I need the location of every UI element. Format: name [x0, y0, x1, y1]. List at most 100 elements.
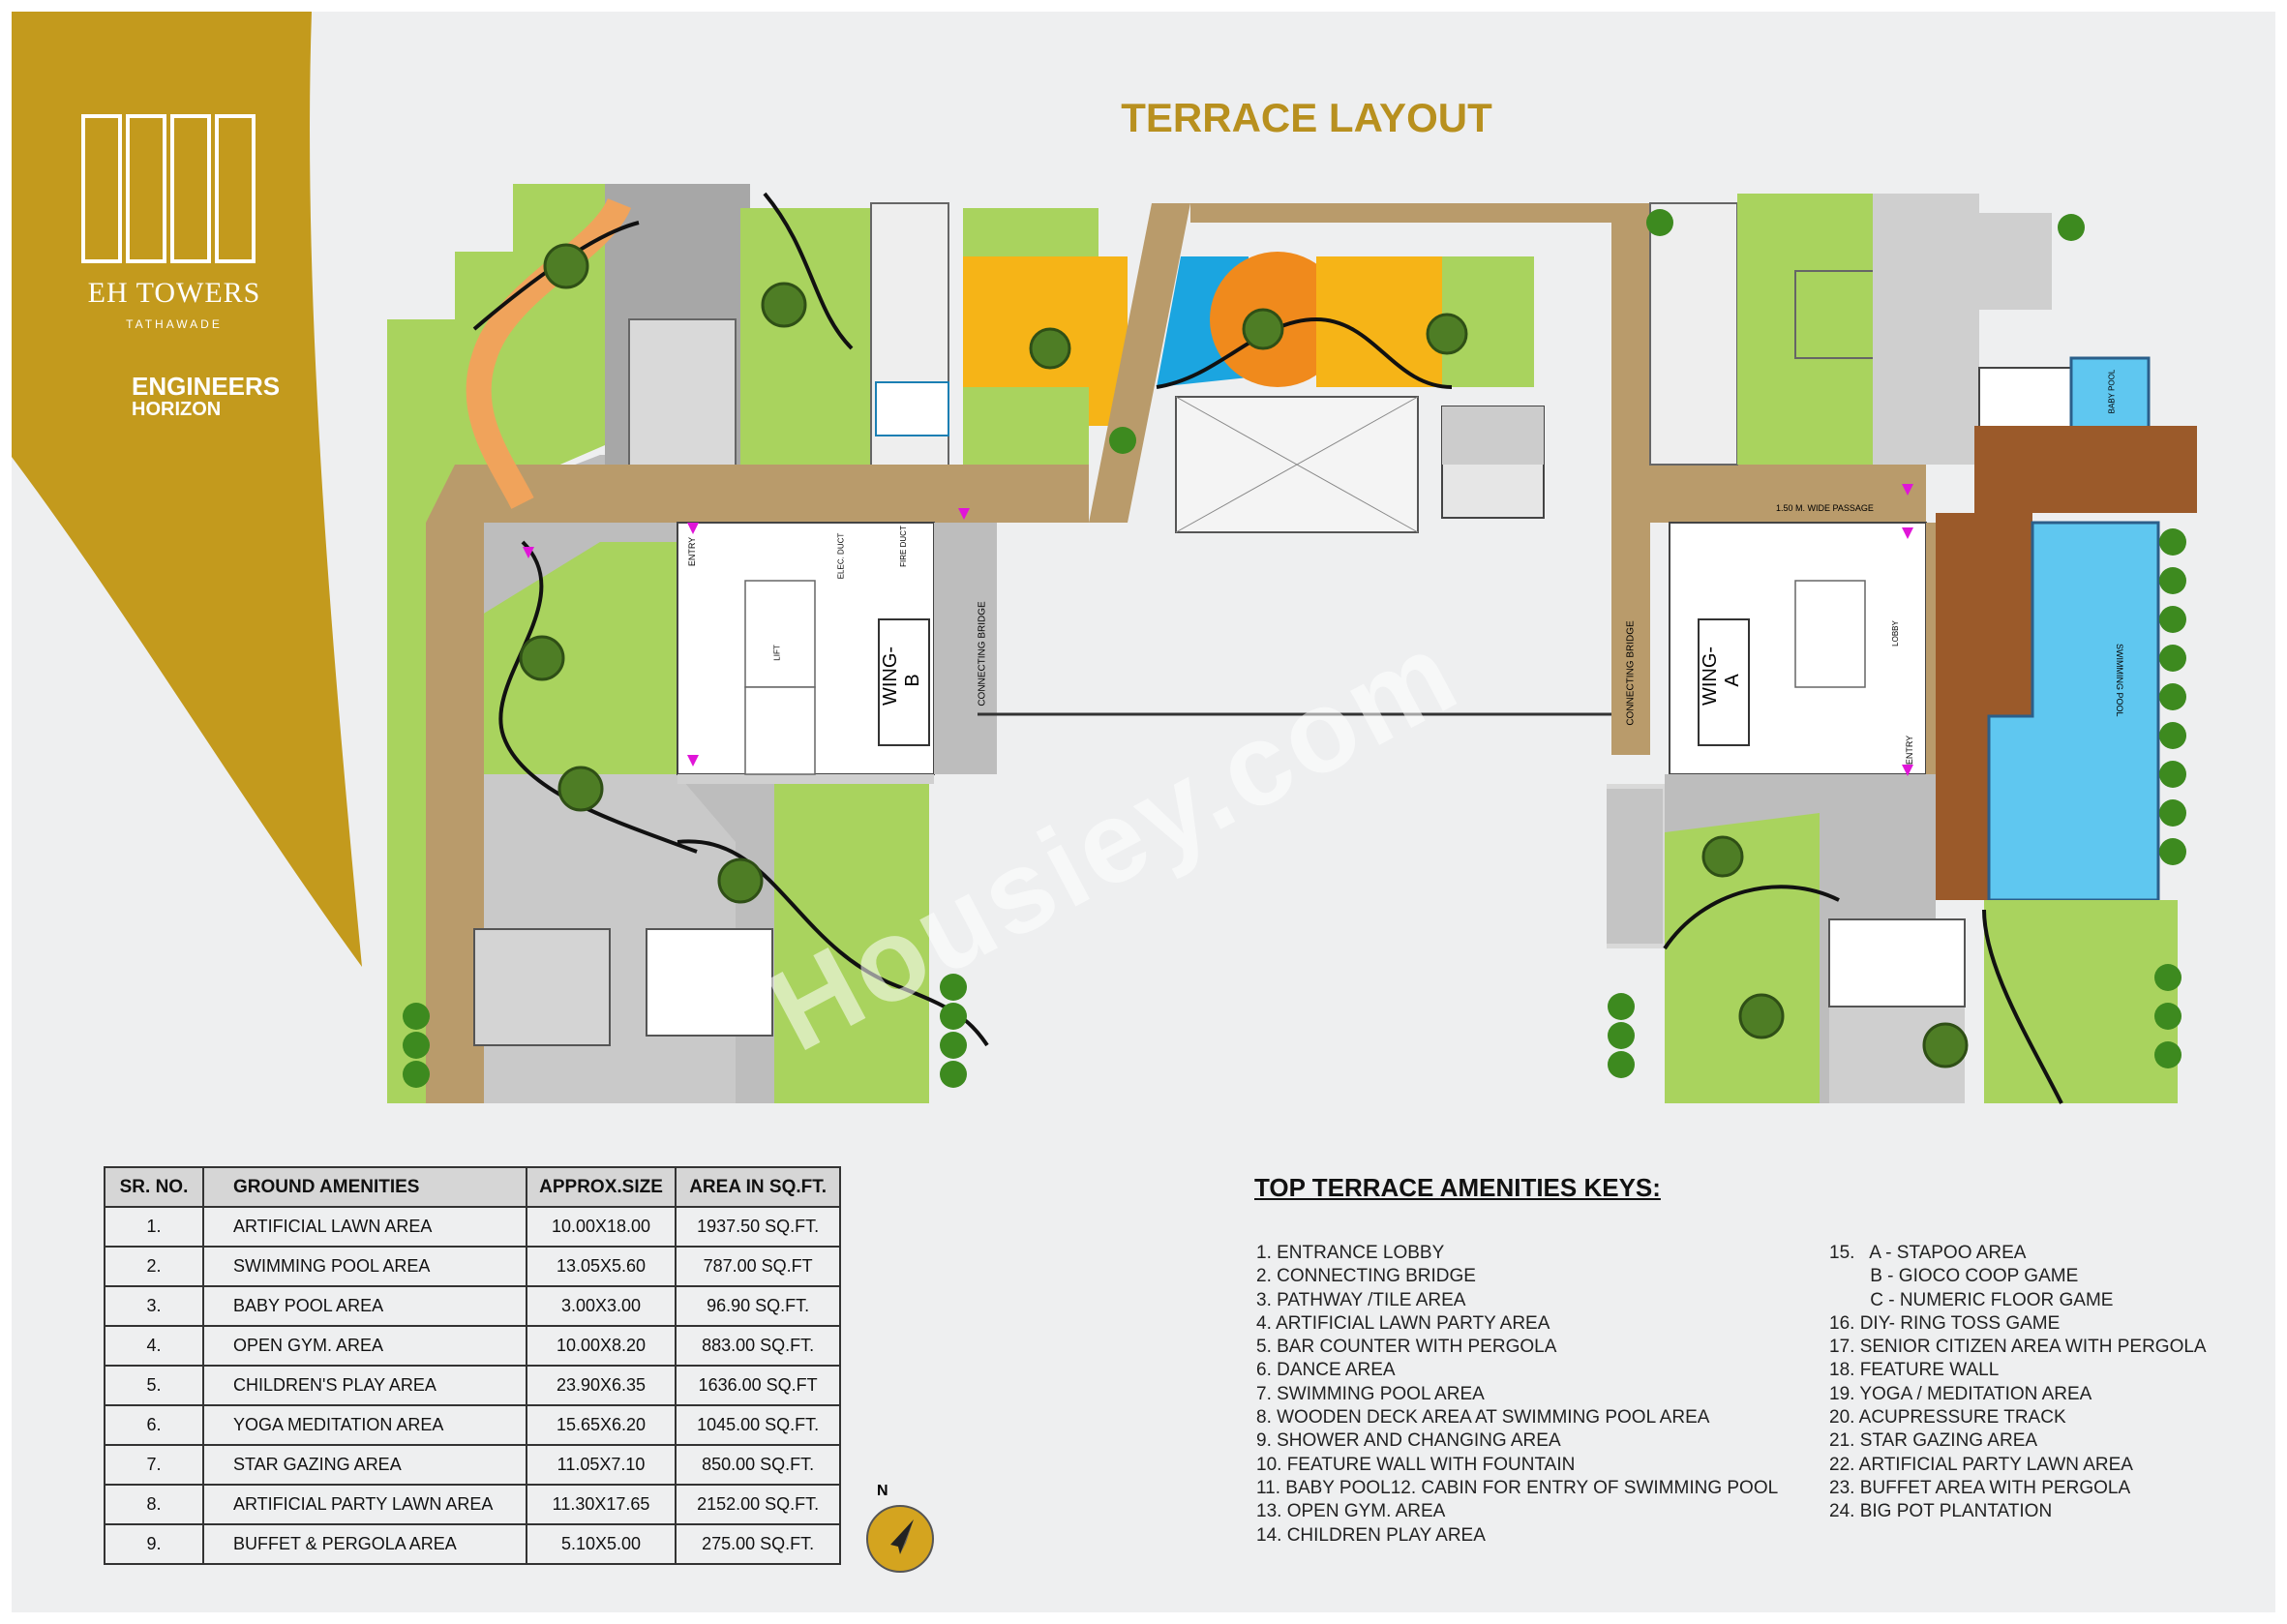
cell-sr: 7. — [104, 1444, 204, 1486]
wing-a-block — [1669, 522, 1965, 775]
brand-name: EH TOWERS — [87, 277, 261, 309]
list-item: 23. BUFFET AREA WITH PERGOLA — [1829, 1477, 2131, 1498]
cell-amenity: SWIMMING POOL AREA — [202, 1246, 527, 1287]
header-sr-no: SR. NO. — [104, 1166, 204, 1208]
compass-icon — [866, 1505, 934, 1573]
entry-label-left: ENTRY — [687, 536, 698, 567]
list-item: 15. A - STAPOO AREA — [1829, 1243, 2027, 1263]
wing-b-block — [677, 522, 997, 784]
north-label: N — [877, 1483, 888, 1499]
amenity-keys-right: 15. A - STAPOO AREA B - GIOCO COOP GAME … — [1829, 1242, 2207, 1524]
table-row: 2. SWIMMING POOL AREA 13.05X5.60 787.00 … — [104, 1246, 841, 1287]
list-item: C - NUMERIC FLOOR GAME — [1829, 1289, 2114, 1310]
list-item: 24. BIG POT PLANTATION — [1829, 1501, 2053, 1522]
table-row: 7. STAR GAZING AREA 11.05X7.10 850.00 SQ… — [104, 1444, 841, 1486]
cell-area: 1937.50 SQ.FT. — [675, 1206, 841, 1248]
cell-amenity: BABY POOL AREA — [202, 1285, 527, 1327]
cell-area: 2152.00 SQ.FT. — [675, 1484, 841, 1525]
list-item: 13. OPEN GYM. AREA — [1256, 1501, 1446, 1522]
cell-amenity: ARTIFICIAL LAWN AREA — [202, 1206, 527, 1248]
cell-area: 883.00 SQ.FT. — [675, 1325, 841, 1367]
table-row: 3. BABY POOL AREA 3.00X3.00 96.90 SQ.FT. — [104, 1285, 841, 1327]
cell-area: 1045.00 SQ.FT. — [675, 1404, 841, 1446]
cell-size: 11.05X7.10 — [525, 1444, 677, 1486]
list-item: 21. STAR GAZING AREA — [1829, 1430, 2038, 1452]
table-row: 6. YOGA MEDITATION AREA 15.65X6.20 1045.… — [104, 1404, 841, 1446]
cell-sr: 5. — [104, 1365, 204, 1406]
cell-area: 850.00 SQ.FT. — [675, 1444, 841, 1486]
cell-sr: 9. — [104, 1523, 204, 1565]
table-row: 9. BUFFET & PERGOLA AREA 5.10X5.00 275.0… — [104, 1523, 841, 1565]
cell-sr: 1. — [104, 1206, 204, 1248]
list-item: B - GIOCO COOP GAME — [1829, 1266, 2079, 1287]
list-item: 7. SWIMMING POOL AREA — [1256, 1383, 1485, 1404]
wing-b-label: WING-B — [880, 646, 923, 706]
cell-sr: 4. — [104, 1325, 204, 1367]
cell-area: 96.90 SQ.FT. — [675, 1285, 841, 1327]
list-item: 14. CHILDREN PLAY AREA — [1256, 1524, 1486, 1546]
table-row: 4. OPEN GYM. AREA 10.00X8.20 883.00 SQ.F… — [104, 1325, 841, 1367]
list-item: 17. SENIOR CITIZEN AREA WITH PERGOLA — [1829, 1337, 2207, 1358]
table-row: 8. ARTIFICIAL PARTY LAWN AREA 11.30X17.6… — [104, 1484, 841, 1525]
cell-area: 787.00 SQ.FT — [675, 1246, 841, 1287]
developer-name-line2: HORIZON — [132, 399, 222, 420]
list-item: 11. BABY POOL12. CABIN FOR ENTRY OF SWIM… — [1256, 1477, 1779, 1498]
ground-amenities-table: SR. NO. GROUND AMENITIES APPROX.SIZE ARE… — [104, 1166, 841, 1565]
children-play-zone — [963, 208, 1534, 474]
header-ground-amenities: GROUND AMENITIES — [202, 1166, 527, 1208]
lobby-label: LOBBY — [1890, 620, 1900, 647]
amenity-keys-left: 1. ENTRANCE LOBBY 2. CONNECTING BRIDGE 3… — [1256, 1242, 1778, 1548]
cell-size: 5.10X5.00 — [525, 1523, 677, 1565]
cell-size: 10.00X8.20 — [525, 1325, 677, 1367]
connecting-bridge-label-left: CONNECTING BRIDGE — [977, 601, 988, 707]
brand-location: TATHAWADE — [126, 317, 223, 331]
baby-pool-label: BABY POOL — [2107, 369, 2117, 414]
list-item: 1. ENTRANCE LOBBY — [1256, 1243, 1445, 1263]
brand-panel — [12, 12, 362, 967]
cell-amenity: ARTIFICIAL PARTY LAWN AREA — [202, 1484, 527, 1525]
cell-size: 10.00X18.00 — [525, 1206, 677, 1248]
list-item: 5. BAR COUNTER WITH PERGOLA — [1256, 1337, 1557, 1358]
list-item: 18. FEATURE WALL — [1829, 1360, 2000, 1381]
header-approx-size: APPROX.SIZE — [525, 1166, 677, 1208]
header-area: AREA IN SQ.FT. — [675, 1166, 841, 1208]
entry-markers — [523, 484, 1913, 776]
page-title: TERRACE LAYOUT — [1121, 95, 1492, 140]
cell-sr: 3. — [104, 1285, 204, 1327]
cell-amenity: CHILDREN'S PLAY AREA — [202, 1365, 527, 1406]
wing-a-label: WING-A — [1700, 646, 1743, 706]
shrub-border — [403, 209, 2186, 1088]
cell-amenity: BUFFET & PERGOLA AREA — [202, 1523, 527, 1565]
entry-label-right: ENTRY — [1905, 735, 1915, 766]
cell-size: 15.65X6.20 — [525, 1404, 677, 1446]
list-item: 3. PATHWAY /TILE AREA — [1256, 1289, 1466, 1310]
list-item: 8. WOODEN DECK AREA AT SWIMMING POOL ARE… — [1256, 1407, 1710, 1429]
fire-duct-label: FIRE DUCT — [898, 526, 908, 567]
list-item: 20. ACUPRESSURE TRACK — [1829, 1407, 2066, 1429]
list-item: 16. DIY- RING TOSS GAME — [1829, 1312, 2061, 1334]
cell-size: 13.05X5.60 — [525, 1246, 677, 1287]
list-item: 10. FEATURE WALL WITH FOUNTAIN — [1256, 1454, 1576, 1475]
list-item: 9. SHOWER AND CHANGING AREA — [1256, 1430, 1561, 1452]
cell-size: 11.30X17.65 — [525, 1484, 677, 1525]
cell-size: 3.00X3.00 — [525, 1285, 677, 1327]
cell-sr: 8. — [104, 1484, 204, 1525]
cell-amenity: YOGA MEDITATION AREA — [202, 1404, 527, 1446]
lift-label: LIFT — [772, 645, 782, 661]
terrace-plan — [387, 184, 2197, 1104]
table-row: 5. CHILDREN'S PLAY AREA 23.90X6.35 1636.… — [104, 1365, 841, 1406]
list-item: 4. ARTIFICIAL LAWN PARTY AREA — [1256, 1312, 1550, 1334]
list-item: 6. DANCE AREA — [1256, 1360, 1396, 1381]
cell-amenity: OPEN GYM. AREA — [202, 1325, 527, 1367]
cell-sr: 6. — [104, 1404, 204, 1446]
list-item: 2. CONNECTING BRIDGE — [1256, 1266, 1476, 1287]
table-row: 1. ARTIFICIAL LAWN AREA 10.00X18.00 1937… — [104, 1206, 841, 1248]
cell-area: 1636.00 SQ.FT — [675, 1365, 841, 1406]
cell-sr: 2. — [104, 1246, 204, 1287]
table-header-row: SR. NO. GROUND AMENITIES APPROX.SIZE ARE… — [104, 1166, 841, 1208]
cell-size: 23.90X6.35 — [525, 1365, 677, 1406]
list-item: 22. ARTIFICIAL PARTY LAWN AREA — [1829, 1454, 2133, 1475]
swimming-pool-label: SWIMMING POOL — [2115, 644, 2124, 717]
passage-label: 1.50 M. WIDE PASSAGE — [1776, 503, 1874, 513]
